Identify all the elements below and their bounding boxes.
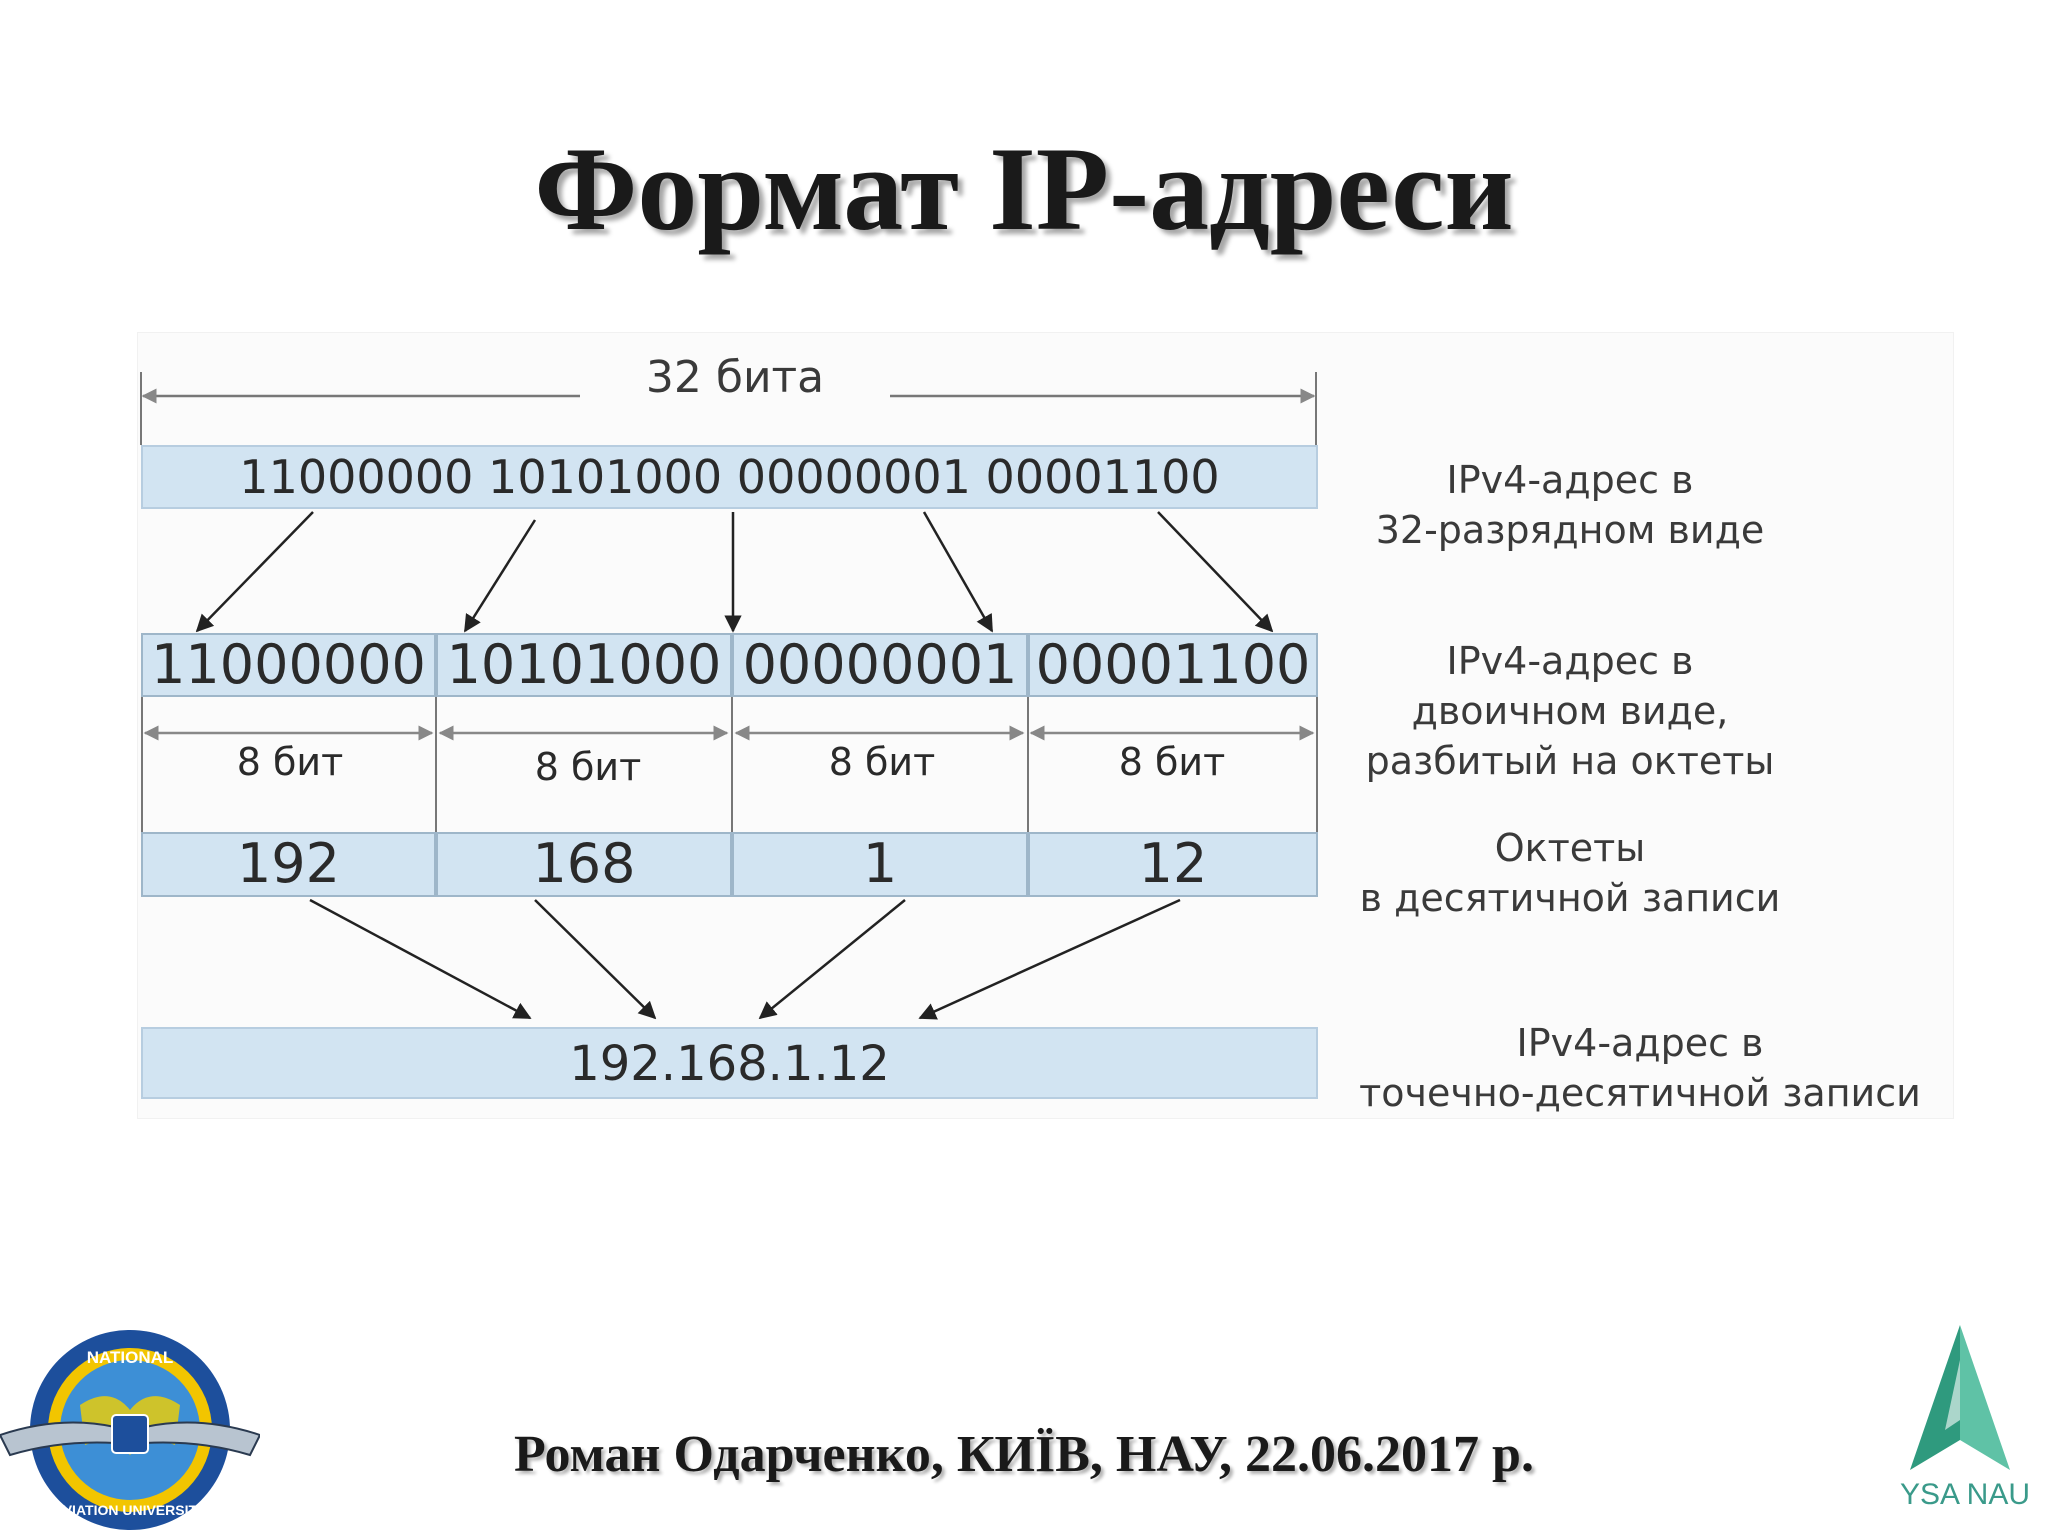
octet-binary-cell: 00001100 (1028, 633, 1318, 697)
dotted-decimal-text: 192.168.1.12 (569, 1036, 890, 1092)
total-span-arrow (140, 372, 1317, 445)
emblem-ring-bottom-text: AVIATION UNIVERSITY (54, 1502, 207, 1518)
slide-footer: Роман Одарченко, КИЇВ, НАУ, 22.06.2017 р… (514, 1426, 1534, 1483)
octet-binary-text: 10101000 (446, 633, 722, 696)
row-label-octets-binary: IPv4-адрес в двоичном виде, разбитый на … (1365, 639, 1775, 783)
row-label-32bit: IPv4-адрес в 32-разрядном виде (1375, 458, 1765, 552)
octet-binary-text: 11000000 (151, 633, 426, 696)
merge-arrows (309, 898, 1181, 1020)
octet-size-label: 8 бит (534, 745, 642, 789)
emblem-ring-top-text: NATIONAL (87, 1348, 174, 1367)
octet-decimal-text: 1 (862, 832, 898, 895)
octet-divider (435, 697, 437, 832)
nau-emblem-logo: NATIONAL AVIATION UNIVERSITY (0, 1330, 260, 1530)
octet-divider (731, 697, 733, 832)
slide-title: Формат IP-адреси (534, 122, 1514, 255)
octet-divider (1027, 697, 1029, 832)
octet-decimal-text: 12 (1138, 832, 1208, 895)
octet-size-label: 8 бит (828, 740, 936, 784)
octet-decimal-cell: 192 (141, 832, 436, 897)
binary-32-bar: 11000000 10101000 00000001 00001100 (141, 445, 1318, 509)
octet-decimal-cell: 12 (1028, 832, 1318, 897)
row-label-decimal: Октеты в десятичной записи (1359, 826, 1781, 920)
binary-32-text: 11000000 10101000 00000001 00001100 (239, 450, 1220, 504)
octet-binary-text: 00001100 (1035, 633, 1311, 696)
ysa-nau-logo (1910, 1325, 2010, 1470)
octet-decimal-text: 192 (236, 832, 341, 895)
octet-size-label: 8 бит (236, 740, 344, 784)
dotted-decimal-bar: 192.168.1.12 (141, 1027, 1318, 1099)
octet-size-label: 8 бит (1118, 740, 1226, 784)
split-arrows (195, 511, 1274, 633)
octet-decimal-text: 168 (532, 832, 636, 895)
octet-divider (141, 697, 143, 832)
octet-decimal-cell: 1 (732, 832, 1028, 897)
octet-divider (1316, 697, 1318, 832)
total-bits-label: 32 бита (645, 352, 825, 403)
row-label-dotted: IPv4-адрес в точечно-десятичной записи (1359, 1021, 1921, 1115)
ysa-nau-brand-text: YSA NAU (1899, 1478, 2031, 1511)
octet-binary-cell: 00000001 (732, 633, 1028, 697)
octet-decimal-cell: 168 (436, 832, 732, 897)
octet-binary-text: 00000001 (742, 633, 1018, 696)
octet-binary-cell: 11000000 (141, 633, 436, 697)
octet-binary-cell: 10101000 (436, 633, 732, 697)
